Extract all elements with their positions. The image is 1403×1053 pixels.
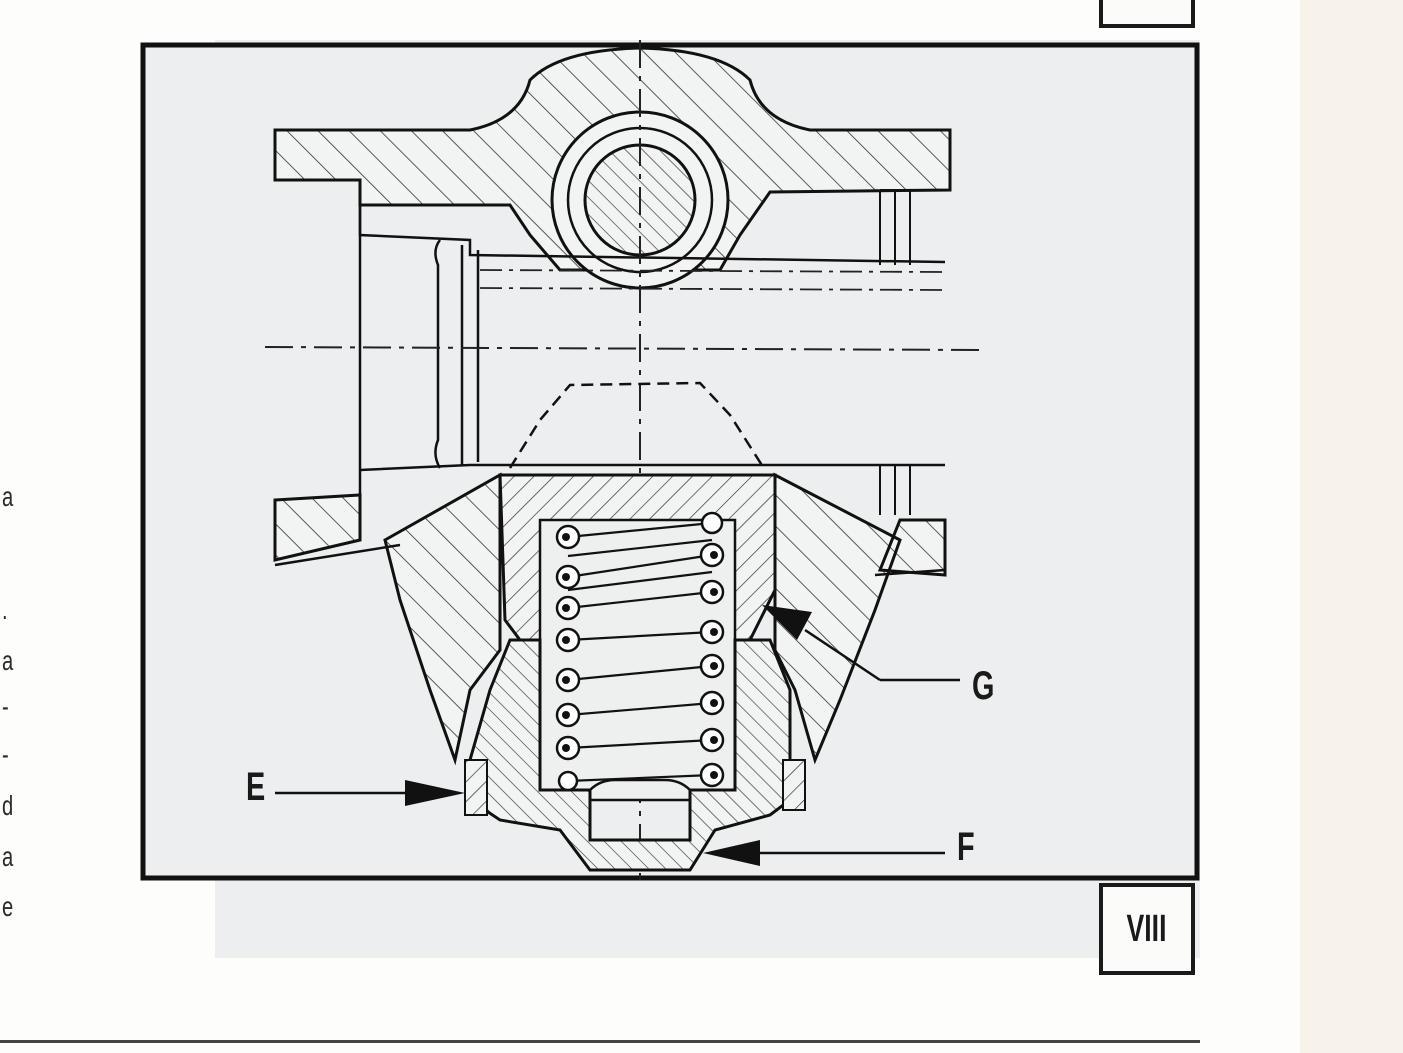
callout-arrow-f — [703, 840, 945, 866]
housing-base-line — [874, 568, 946, 577]
margin-letter: d — [2, 790, 14, 821]
callout-label-f: F — [957, 825, 975, 869]
callout-label-e: E — [246, 765, 266, 809]
callout-label-g: G — [972, 664, 995, 708]
housing-base-line — [274, 543, 401, 567]
right-port-lower — [879, 465, 911, 515]
margin-text-column: a . a - - d a e — [0, 0, 40, 1053]
plate-number: VIII — [1127, 907, 1167, 950]
margin-letter: - — [2, 739, 9, 770]
previous-plate-box — [1099, 0, 1195, 28]
margin-letter: a — [2, 841, 14, 872]
bore-dash-line — [479, 269, 946, 273]
margin-letter: e — [2, 891, 14, 922]
margin-letter: a — [2, 645, 14, 676]
horizontal-centerline — [264, 346, 981, 351]
plate-number-box: VIII — [1099, 883, 1195, 975]
margin-letter: - — [2, 691, 9, 722]
margin-letter: a — [2, 481, 14, 512]
groove-profile — [434, 239, 480, 469]
callout-arrow-e — [275, 780, 465, 806]
page-bottom-rule — [0, 1040, 1200, 1043]
thread-left — [464, 759, 488, 816]
callout-arrow-g — [762, 605, 960, 682]
poppet-hidden-outline — [508, 381, 767, 471]
right-port-upper — [879, 189, 945, 265]
bore-dash-line — [479, 287, 946, 291]
spring — [567, 521, 713, 783]
plug-outlet — [589, 778, 691, 791]
bore-lower-wall — [359, 463, 945, 472]
thread-right — [782, 759, 806, 811]
lower-housing-right — [773, 472, 947, 765]
margin-letter: . — [2, 594, 8, 625]
